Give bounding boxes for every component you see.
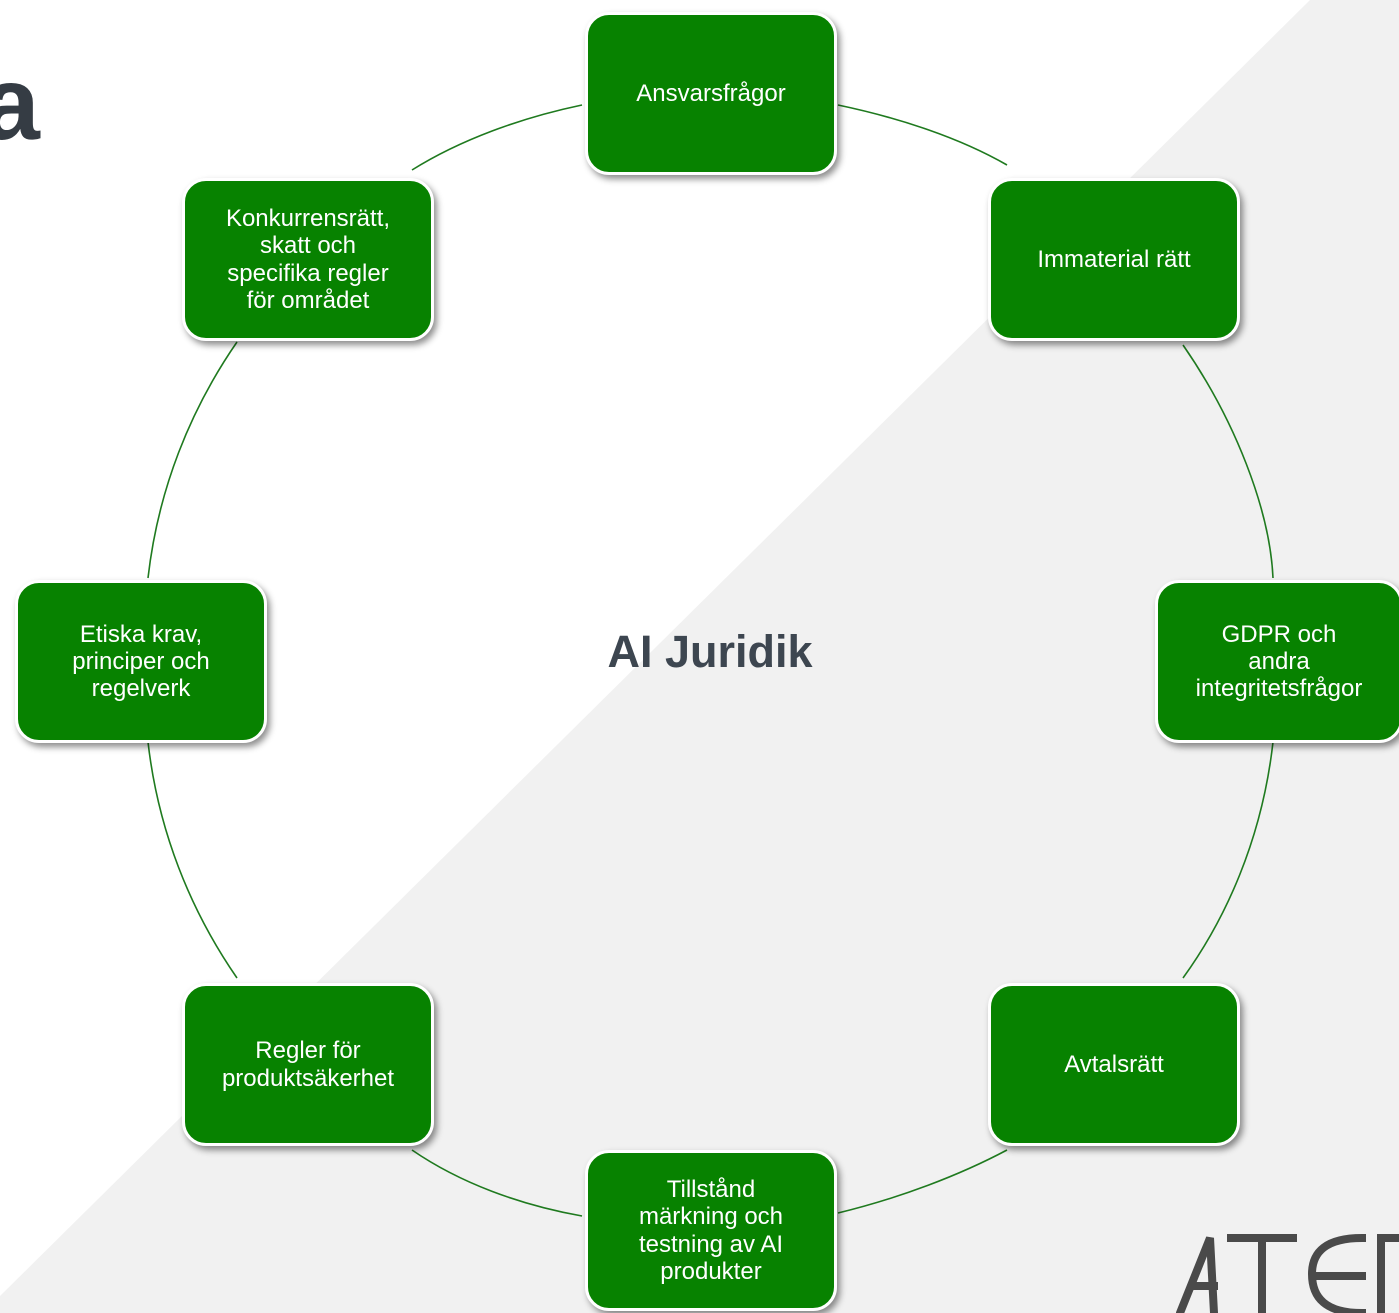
arc-etiska-konkurrens <box>147 341 238 579</box>
node-konkurrensratt: Konkurrensrätt, skatt och specifika regl… <box>182 178 434 341</box>
node-label: Tillstånd märkning och testning av AI pr… <box>638 1176 784 1285</box>
node-ansvarsfragor: Ansvarsfrågor <box>585 12 837 175</box>
node-label: Regler för produktsäkerhet <box>221 1037 395 1092</box>
arc-immaterial-gdpr <box>1182 344 1274 579</box>
node-label: Immaterial rätt <box>1037 245 1191 273</box>
arc-konkurrens-ansvar <box>411 104 583 171</box>
node-avtalsratt: Avtalsrätt <box>988 983 1240 1146</box>
arc-avtal-tillstand <box>837 1149 1008 1214</box>
arc-ansvar-immaterial <box>837 104 1008 166</box>
node-label: Konkurrensrätt, skatt och specifika regl… <box>225 205 391 314</box>
node-produktsakerhet: Regler för produktsäkerhet <box>182 983 434 1146</box>
node-gdpr: GDPR och andra integritetsfrågor <box>1155 580 1399 743</box>
node-immaterial-ratt: Immaterial rätt <box>988 178 1240 341</box>
node-label: GDPR och andra integritetsfrågor <box>1195 620 1363 703</box>
node-label: Etiska krav, principer och regelverk <box>72 620 210 703</box>
center-title: AI Juridik <box>607 626 813 677</box>
node-etiska-krav: Etiska krav, principer och regelverk <box>15 580 267 743</box>
arc-tillstand-produkt <box>411 1149 583 1217</box>
arc-produkt-etiska <box>147 741 238 979</box>
node-tillstand: Tillstånd märkning och testning av AI pr… <box>585 1150 837 1311</box>
partial-page-title: a <box>0 46 40 162</box>
arc-gdpr-avtal <box>1182 741 1274 979</box>
atea-logo-icon <box>1176 1233 1399 1313</box>
node-label: Avtalsrätt <box>1064 1050 1164 1078</box>
node-label: Ansvarsfrågor <box>636 79 786 107</box>
